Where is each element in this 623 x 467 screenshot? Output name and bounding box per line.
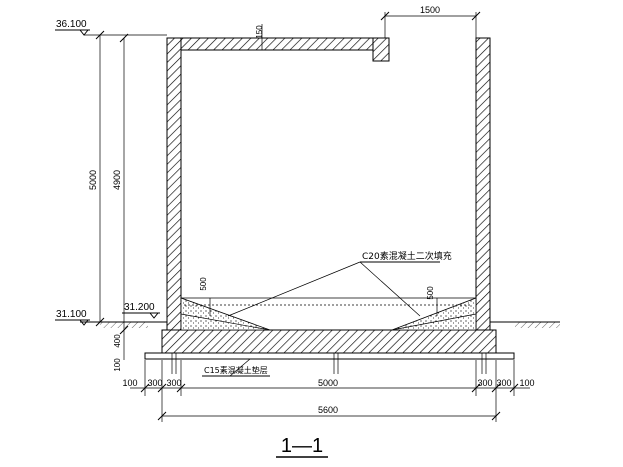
concrete-structure <box>144 37 515 360</box>
bottom-dimensions: 100 300 300 5000 300 300 100 5600 <box>122 360 535 422</box>
left-wall <box>166 37 182 331</box>
piles <box>171 353 487 374</box>
elevation-top: 36.100 <box>56 19 87 30</box>
dim-bottom-left-300b: 300 <box>166 378 181 388</box>
fill-note-text: C20素混凝土二次填充 <box>362 250 452 262</box>
elevation-floor: 31.200 <box>124 302 155 313</box>
dim-bottom-left-100: 100 <box>122 378 137 388</box>
dim-bottom-right-300a: 300 <box>477 378 492 388</box>
top-slab <box>180 37 374 51</box>
base-callout: C15素混凝土垫层 <box>202 358 270 377</box>
dim-slab-400: 400 <box>113 334 122 348</box>
dim-bottom-right-300b: 300 <box>496 378 511 388</box>
dim-fill-right: 500 <box>426 286 435 300</box>
dim-height-inner: 4900 <box>112 170 122 190</box>
base-note-text: C15素混凝土垫层 <box>204 365 268 375</box>
dim-bottom-mid: 5000 <box>318 378 338 388</box>
secondary-fill <box>180 297 477 331</box>
dim-top-slab: 150 <box>255 25 264 39</box>
dim-bottom-right-100: 100 <box>519 378 534 388</box>
dim-bottom-left-300a: 300 <box>147 378 162 388</box>
fill-callout: C20素混凝土二次填充 <box>227 250 452 317</box>
right-wall <box>475 37 491 331</box>
bottom-slab <box>161 329 497 354</box>
section-title: 1—1 <box>281 435 323 457</box>
fill-right <box>391 297 477 331</box>
dim-overall-width: 5600 <box>318 405 338 415</box>
opening-dimension: 1500 <box>380 5 481 38</box>
section-title-group: 1—1 <box>276 435 328 458</box>
vertical-dimensions: 5000 4900 400 100 150 500 500 <box>88 24 438 372</box>
elevation-markers: 36.100 31.100 31.200 <box>55 19 167 326</box>
top-slab-beam <box>372 37 390 62</box>
dim-opening: 1500 <box>420 5 440 15</box>
fill-left <box>180 297 271 331</box>
elevation-bottom: 31.100 <box>56 309 87 320</box>
dim-height-total: 5000 <box>88 170 98 190</box>
dim-base-100: 100 <box>113 358 122 372</box>
dim-fill-left: 500 <box>199 277 208 291</box>
c15-base-layer <box>144 352 515 360</box>
